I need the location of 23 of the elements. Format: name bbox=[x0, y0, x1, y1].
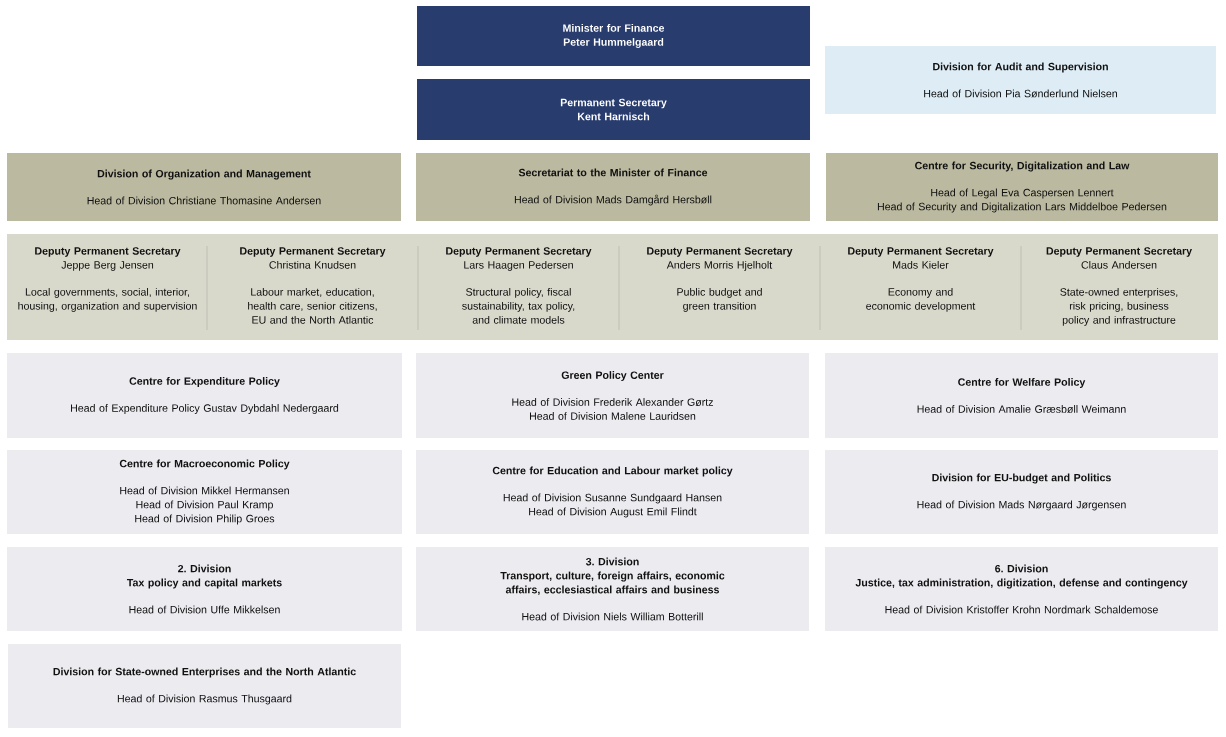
unit-box: Centre for Education and Labour market policy Head of Division Susanne Sundgaard Hansen Head of Division August Emil Flindt bbox=[416, 450, 809, 534]
unit-box: Division of Organization and Management Head of Division Christiane Thomasine Andersen bbox=[7, 153, 401, 221]
unit-box: Division for State-owned Enterprises and the North Atlantic Head of Division Rasmus Thusgaard bbox=[8, 644, 401, 728]
unit-box: Permanent Secretary Kent Harnisch bbox=[417, 79, 810, 140]
unit-box: 2. Division Tax policy and capital markets Head of Division Uffe Mikkelsen bbox=[7, 547, 402, 631]
unit-box: 3. Division Transport, culture, foreign affairs, economic affairs, ecclesiastical affairs and business Head of Division Niels William Botterill bbox=[416, 547, 809, 631]
unit-box: Secretariat to the Minister of Finance Head of Division Mads Damgård Hersbøll bbox=[416, 153, 810, 221]
unit-box: Centre for Welfare Policy Head of Division Amalie Græsbøll Weimann bbox=[825, 353, 1218, 438]
deputy-column: Deputy Permanent Secretary Mads Kieler Economy and economic development bbox=[848, 247, 994, 312]
deputy-column: Deputy Permanent Secretary Jeppe Berg Jensen Local governments, social, interior, housing, organization and supervision bbox=[18, 247, 197, 312]
unit-box: Division for Audit and Supervision Head of Division Pia Sønderlund Nielsen bbox=[825, 46, 1216, 114]
deputy-column: Deputy Permanent Secretary Christina Knudsen Labour market, education, health care, senior citizens, EU and the North Atlantic bbox=[240, 247, 386, 324]
deputy-column: Deputy Permanent Secretary Lars Haagen Pedersen Structural policy, fiscal sustainability, tax policy, and climate models bbox=[446, 247, 592, 324]
deputy-column: Deputy Permanent Secretary Claus Andersen State-owned enterprises, risk pricing, business policy and infrastructure bbox=[1046, 247, 1192, 326]
deputy-band bbox=[7, 234, 1218, 340]
unit-box: Centre for Macroeconomic Policy Head of Division Mikkel Hermansen Head of Division Paul Kramp Head of Division Philip Groes bbox=[7, 450, 402, 534]
deputy-column: Deputy Permanent Secretary Anders Morris Hjelholt Public budget and green transition bbox=[647, 247, 793, 312]
unit-box: Minister for Finance Peter Hummelgaard bbox=[417, 6, 810, 66]
unit-box: Centre for Expenditure Policy Head of Expenditure Policy Gustav Dybdahl Nedergaard bbox=[7, 353, 402, 438]
unit-box: Green Policy Center Head of Division Frederik Alexander Gørtz Head of Division Malene Lauridsen bbox=[416, 353, 809, 438]
unit-box: Centre for Security, Digitalization and Law Head of Legal Eva Caspersen Lennert Head of Security and Digitalization Lars Middelboe Pedersen bbox=[826, 153, 1218, 221]
unit-box: 6. Division Justice, tax administration, digitization, defense and contingency Head of Division Kristoffer Krohn Nordmark Schaldemose bbox=[825, 547, 1218, 631]
unit-box: Division for EU-budget and Politics Head of Division Mads Nørgaard Jørgensen bbox=[825, 450, 1218, 534]
